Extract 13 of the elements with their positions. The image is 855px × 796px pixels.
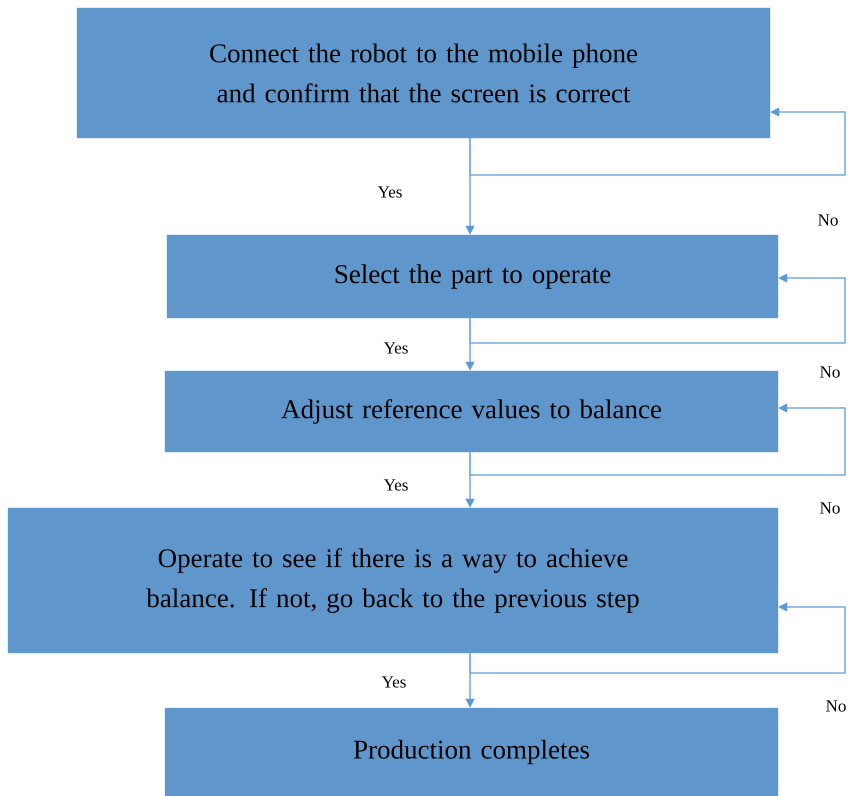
process-box: Adjust reference values to balance bbox=[164, 370, 778, 452]
edge-label: Yes bbox=[376, 185, 404, 199]
process-box: Select the part to operate bbox=[166, 234, 778, 318]
edge-label: Yes bbox=[380, 675, 408, 689]
edge-label: No bbox=[816, 213, 840, 227]
edge-label: No bbox=[818, 501, 842, 515]
process-box: Production completes bbox=[164, 708, 778, 796]
edge-label: No bbox=[824, 699, 848, 713]
edge-label: Yes bbox=[382, 341, 410, 355]
edge-label: No bbox=[818, 365, 842, 379]
process-box: Connect the robot to the mobile phone and confirm that the screen is correct bbox=[76, 8, 770, 138]
edge-label: Yes bbox=[382, 478, 410, 492]
process-box: Operate to see if there is a way to achieve balance. If not, go back to the previous step bbox=[8, 508, 778, 654]
